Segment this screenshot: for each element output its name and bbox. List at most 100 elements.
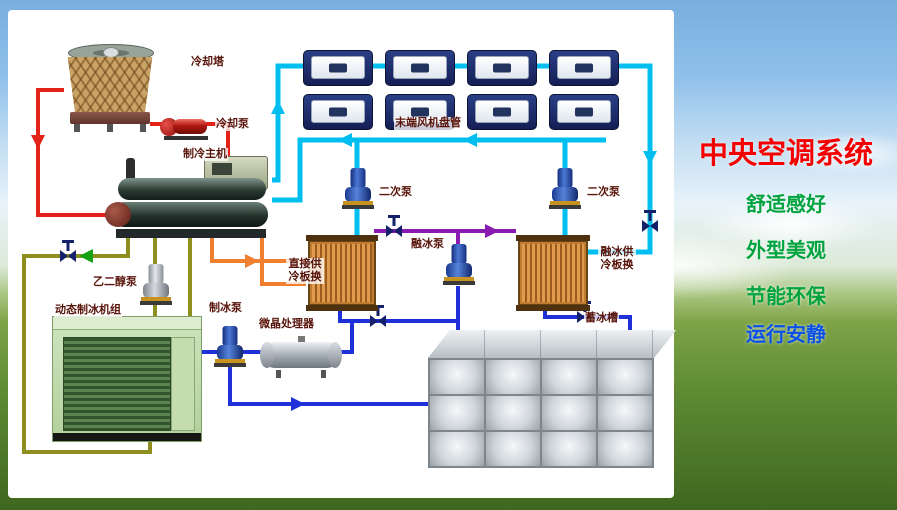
chiller-evaporator — [118, 178, 266, 200]
label-glycol-pump: 乙二醇泵 — [92, 276, 138, 289]
pump-body-icon — [173, 119, 207, 134]
tank-panel — [542, 360, 596, 394]
tank-panel — [542, 396, 596, 430]
fan-coil-vent — [575, 107, 593, 117]
tank-panel — [486, 432, 540, 466]
chiller-condenser — [112, 202, 268, 227]
label-cooling-tower: 冷却塔 — [190, 56, 225, 69]
chiller-unit — [105, 156, 272, 240]
ice-melt-pump — [443, 244, 475, 286]
machine-top — [53, 317, 201, 330]
pump-base — [140, 301, 172, 305]
tank-leg — [321, 370, 326, 378]
tank-panel — [542, 432, 596, 466]
fan-coil-unit — [549, 94, 619, 130]
tank-panel — [598, 396, 652, 430]
ice-making-machine — [52, 316, 202, 442]
arrow-chilled-icons — [271, 100, 657, 165]
tank-panel — [430, 432, 484, 466]
machine-base — [53, 433, 201, 441]
pump-volute-icon — [552, 187, 578, 202]
feature-quiet: 运行安静 — [746, 324, 826, 346]
tower-body — [67, 57, 153, 113]
ice-storage-tank — [428, 330, 676, 468]
machine-side-panel — [171, 337, 195, 431]
arrow-right-icon — [245, 254, 259, 268]
fan-coil-unit — [303, 50, 373, 86]
tank-nozzle — [298, 336, 305, 343]
arrow-right-icon — [291, 397, 305, 411]
fan-coil-unit — [549, 50, 619, 86]
pump-motor-icon — [557, 168, 573, 188]
pump-flange — [550, 201, 580, 205]
tank-panel — [430, 360, 484, 394]
pump-base — [443, 281, 475, 285]
panel-title: 中央空调系统 — [698, 138, 873, 170]
hx-top-plate — [516, 235, 590, 241]
label-melt-pump: 融冰泵 — [410, 238, 445, 251]
fan-coil-vent — [329, 63, 347, 73]
arrow-right-icon — [485, 224, 499, 238]
label-direct-hx: 直接供冷板换 — [286, 258, 324, 284]
fan-coil-unit — [303, 94, 373, 130]
tank-cap-left — [260, 342, 274, 368]
tower-legs — [74, 124, 146, 132]
pump-motor-icon — [350, 168, 366, 188]
chiller-pipe-icon — [126, 158, 135, 182]
pump-base — [342, 205, 374, 209]
label-secondary-pump-left: 二次泵 — [378, 186, 413, 199]
hx-bottom-plate — [516, 305, 590, 311]
tank-panel — [486, 396, 540, 430]
chiller-display — [212, 163, 232, 175]
chiller-base — [116, 229, 266, 238]
label-melt-hx: 融冰供冷板换 — [598, 246, 636, 272]
ice-making-pump — [214, 326, 246, 368]
machine-grille — [63, 337, 171, 431]
arrow-down-icon — [31, 135, 45, 149]
tower-basin — [70, 112, 150, 124]
pump-volute-icon — [446, 263, 472, 278]
tank-top-face — [428, 330, 676, 358]
crystal-processor-tank — [260, 336, 342, 378]
feature-comfort: 舒适感好 — [746, 194, 826, 216]
tower-motor-icon — [103, 47, 119, 58]
label-secondary-pump-right: 二次泵 — [586, 186, 621, 199]
pump-flange — [215, 359, 245, 363]
label-cooling-pump: 冷却泵 — [215, 118, 250, 131]
pump-volute-icon — [345, 187, 371, 202]
pump-motor-icon — [451, 244, 467, 264]
tank-cap-right — [328, 342, 342, 368]
cooling-pump — [160, 112, 212, 140]
label-ice-machine: 动态制冰机组 — [54, 304, 122, 317]
tank-panel — [430, 396, 484, 430]
label-ice-tank: 蓄冰槽 — [584, 312, 619, 325]
fan-coil-vent — [493, 63, 511, 73]
marketing-panel: 中央空调系统 舒适感好 外型美观 节能环保 运行安静 — [675, 0, 897, 510]
pipe-chilled-water — [272, 63, 653, 255]
pipe-direct-supply — [210, 238, 306, 286]
tank-leg — [276, 370, 281, 378]
chiller-end-cap — [105, 202, 131, 227]
label-fan-coils: 末端风机盘管 — [394, 117, 462, 130]
tank-panel — [486, 360, 540, 394]
fan-coil-vent — [411, 107, 429, 117]
label-crystal-processor: 微晶处理器 — [258, 318, 315, 331]
arrow-left-icon — [79, 249, 93, 263]
tank-panel — [598, 432, 652, 466]
pump-volute-icon — [217, 345, 243, 360]
fan-coil-vent — [329, 107, 347, 117]
pump-base — [549, 205, 581, 209]
fan-coil-vent — [493, 107, 511, 117]
hx-bottom-plate — [306, 305, 378, 311]
pump-motor-icon — [148, 264, 164, 284]
pump-volute-icon — [143, 283, 169, 298]
fan-coil-vent — [575, 63, 593, 73]
pump-base — [164, 136, 208, 140]
pump-base — [214, 363, 246, 367]
fan-coil-vent — [411, 63, 429, 73]
label-ice-pump: 制冰泵 — [208, 302, 243, 315]
fan-coil-unit — [385, 50, 455, 86]
pump-flange — [343, 201, 373, 205]
fan-coil-unit — [467, 94, 537, 130]
